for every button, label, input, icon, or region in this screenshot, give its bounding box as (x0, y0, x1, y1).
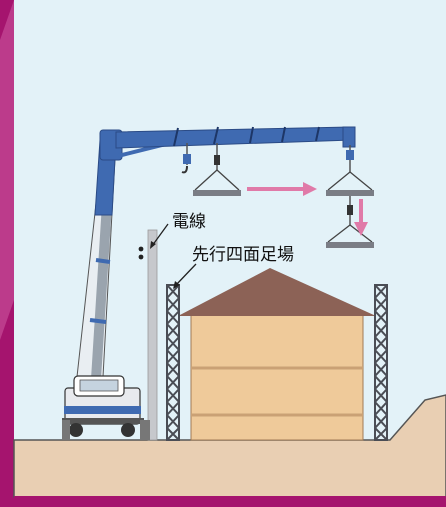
scaffold-label: 先行四面足場 (192, 245, 294, 265)
crane-truck-icon (62, 126, 356, 440)
house-icon (178, 268, 376, 441)
hook-icon (346, 145, 354, 162)
frame-accent (0, 0, 14, 340)
scaffold-tower-icon (166, 284, 180, 441)
move-down-arrow (354, 199, 368, 236)
utility-pole-icon (138, 229, 158, 441)
hanging-load-icon (193, 143, 241, 196)
power-line-pointer-head (150, 241, 156, 249)
power-line-label: 電線 (172, 212, 206, 232)
power-line-pointer (151, 223, 169, 247)
hook-icon (181, 143, 191, 174)
scaffold-pointer (175, 263, 197, 286)
move-right-arrow (247, 182, 317, 196)
hanging-load-icon (326, 162, 374, 196)
scaffold-tower-icon (374, 284, 388, 441)
bottom-bar (14, 496, 446, 507)
scaffold-pointer-head (173, 281, 180, 289)
